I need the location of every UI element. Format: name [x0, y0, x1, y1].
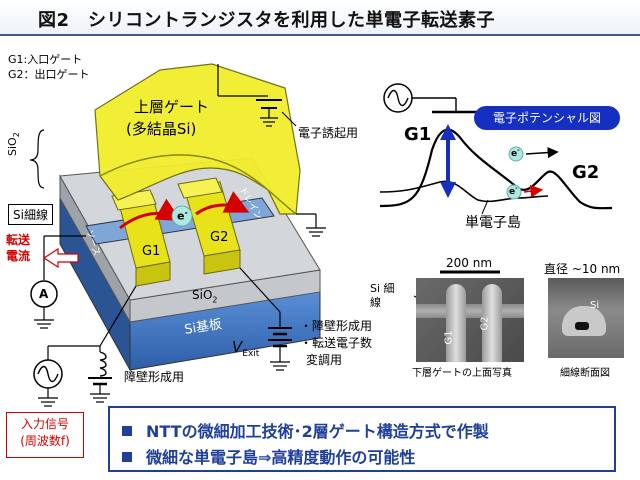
- signal-wire: [99, 285, 137, 347]
- title-bar: 図2 シリコントランジスタを利用した単電子転送素子: [0, 0, 640, 36]
- island-leader: [481, 199, 489, 215]
- input-signal-frequency: (周波数f): [20, 434, 70, 448]
- photo-wire-label: Si 細線: [370, 282, 395, 309]
- cross-section-si-core: [575, 322, 589, 330]
- title-underline: [0, 34, 640, 36]
- sio2-bracket: [29, 129, 45, 189]
- excitation-leader: [281, 111, 297, 127]
- cross-section-caption: 細線断面図: [560, 368, 610, 379]
- excitation-label: 電子誘起用: [298, 126, 359, 140]
- pot-g1-label: G1: [404, 124, 432, 145]
- photo-gate-g1: [446, 284, 466, 362]
- transfer-current-arrow: [42, 247, 79, 269]
- pot-ac-wave: [387, 89, 409, 107]
- gate-g1-label: G1: [142, 244, 161, 259]
- gate-g1-front: [135, 261, 171, 287]
- potential-diagram-badge: 電子ポテンシャル図: [474, 106, 620, 130]
- si-wire-label: Si細線: [8, 204, 53, 225]
- input-signal-label: 入力信号: [20, 417, 69, 431]
- sio2-side-label: SiO2: [6, 132, 22, 156]
- input-signal-box: 入力信号 (周波数f): [6, 412, 84, 458]
- g1-swing-arrowhead-up: [440, 124, 456, 140]
- upper-gate-material-label: (多結晶Si): [126, 120, 197, 138]
- legend-g2: G2：出口ゲート: [8, 68, 90, 81]
- g1-swing-arrowhead-down: [440, 182, 456, 198]
- bullet-square-icon: [122, 426, 132, 436]
- pot-electron-1-arrow: [525, 146, 559, 159]
- cross-section-photo: Si: [548, 278, 624, 358]
- photo-g2-label: G2: [479, 316, 491, 331]
- pot-electron-2-label: e-: [509, 185, 518, 197]
- summary-item: 微細な単電子島⇒高精度動作の可能性: [122, 444, 415, 468]
- vexit-label: VExit: [232, 338, 260, 359]
- ac-wave: [37, 365, 59, 383]
- gate-legend: G1:入口ゲート G2：出口ゲート: [8, 52, 90, 82]
- sio2-front-label: SiO2: [192, 288, 218, 305]
- diameter-label: 直径 ~10 nm: [544, 262, 621, 276]
- inductor-icon: [99, 351, 107, 377]
- upper-gate: [94, 63, 301, 215]
- pot-electron-1-label: e-: [511, 147, 520, 159]
- vexit-wire: [239, 267, 281, 313]
- electron-label: e-: [177, 208, 188, 223]
- electron-dot: [171, 205, 193, 227]
- ammeter-label: A: [39, 287, 49, 301]
- cross-section-gate: [562, 306, 606, 336]
- vexit-purposes: ・障壁形成用・転送電子数変調用: [300, 319, 373, 367]
- legend-g1: G1:入口ゲート: [8, 53, 83, 66]
- summary-item: NTTの微細加工技術･2層ゲート構造方式で作製: [122, 418, 489, 442]
- pot-g2-label: G2: [572, 162, 600, 183]
- upper-gate-label: 上層ゲート: [134, 98, 210, 116]
- gate-g2-label: G2: [210, 230, 229, 245]
- transfer-current-label: 転送電流: [6, 233, 31, 263]
- top-view-caption: 下層ゲートの上面写真: [412, 368, 512, 379]
- scale-label: 200 nm: [446, 256, 493, 270]
- photo-gate-g2: [482, 284, 502, 362]
- potential-curve-lower: [379, 180, 549, 203]
- bullet-square-icon: [122, 452, 132, 462]
- pot-electron-1: [508, 146, 524, 162]
- upper-gate-edge: [99, 154, 297, 215]
- gate-g2-top: [177, 177, 223, 199]
- photo-wire: [416, 304, 524, 318]
- title-background: [0, 0, 640, 34]
- pot-electron-2: [506, 184, 522, 200]
- summary-box: NTTの微細加工技術･2層ゲート構造方式で作製 微細な単電子島⇒高精度動作の可能…: [108, 406, 616, 472]
- top-view-photo: G1 G2: [416, 278, 524, 362]
- photo-g1-label: G1: [443, 330, 455, 345]
- barrier-formation-label: 障壁形成用: [124, 370, 185, 384]
- pot-electron-2-arrow: [523, 184, 544, 198]
- page-title: 図2 シリコントランジスタを利用した単電子転送素子: [38, 10, 496, 31]
- transfer-arrow-out: [195, 191, 250, 216]
- pot-island-label: 単電子島: [465, 215, 521, 231]
- cross-section-si-label: Si: [590, 300, 600, 311]
